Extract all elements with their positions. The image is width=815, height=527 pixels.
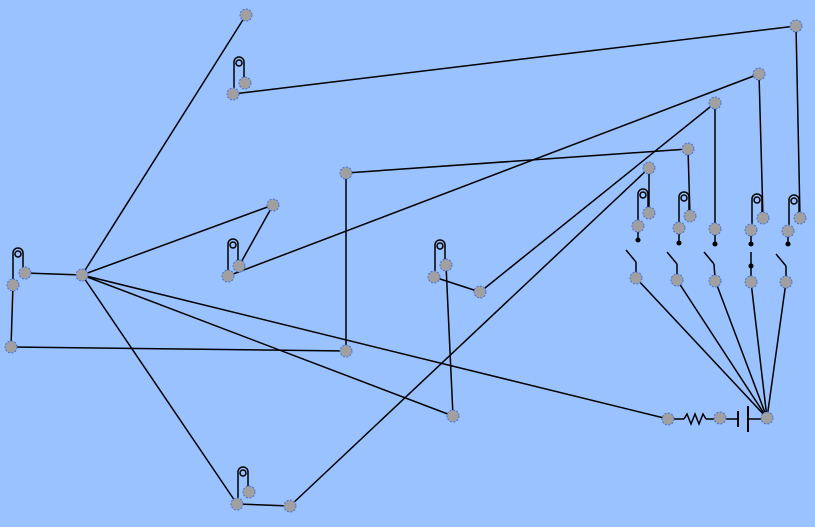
wire: [433, 276, 481, 293]
connection-node[interactable]: [75, 268, 89, 282]
wire: [81, 14, 247, 276]
connection-node[interactable]: [283, 499, 297, 513]
wire: [81, 274, 238, 505]
connection-node[interactable]: [6, 278, 20, 292]
coil-left[interactable]: [12, 247, 24, 281]
connection-node[interactable]: [779, 275, 793, 289]
connection-node[interactable]: [713, 411, 727, 425]
wire: [81, 204, 274, 276]
connection-node[interactable]: [4, 340, 18, 354]
connection-node[interactable]: [239, 8, 253, 22]
connection-node[interactable]: [670, 273, 684, 287]
connection-node[interactable]: [756, 211, 770, 225]
wire: [227, 73, 760, 277]
connection-node[interactable]: [752, 67, 766, 81]
connection-node[interactable]: [339, 344, 353, 358]
wire: [81, 274, 669, 420]
connection-node[interactable]: [793, 211, 807, 225]
connection-node[interactable]: [266, 198, 280, 212]
coil-mid[interactable]: [227, 238, 239, 272]
connection-node[interactable]: [661, 412, 675, 426]
connection-node[interactable]: [427, 270, 441, 284]
coil-right-4[interactable]: [788, 194, 800, 228]
connection-node[interactable]: [760, 411, 774, 425]
wire: [10, 284, 14, 348]
switch-5[interactable]: [775, 241, 791, 280]
connection-node[interactable]: [631, 219, 645, 233]
coil-right-1[interactable]: [637, 188, 649, 222]
connection-node[interactable]: [221, 269, 235, 283]
connection-node[interactable]: [439, 258, 453, 272]
coil-right-3[interactable]: [751, 193, 763, 227]
connection-node[interactable]: [230, 497, 244, 511]
connection-node[interactable]: [242, 485, 256, 499]
connection-node[interactable]: [629, 271, 643, 285]
wire: [10, 346, 347, 352]
connection-node[interactable]: [708, 96, 722, 110]
wire: [238, 204, 274, 267]
connection-node[interactable]: [446, 409, 460, 423]
connection-node[interactable]: [744, 275, 758, 289]
battery-1[interactable]: [737, 406, 749, 432]
wire: [236, 503, 291, 507]
wire: [750, 281, 768, 419]
switch-2[interactable]: [666, 240, 682, 278]
wire: [676, 279, 768, 419]
connection-node[interactable]: [744, 223, 758, 237]
connection-node[interactable]: [339, 166, 353, 180]
connection-node[interactable]: [642, 161, 656, 175]
switches: [625, 237, 791, 280]
switch-4[interactable]: [748, 241, 754, 280]
connection-node[interactable]: [708, 222, 722, 236]
wire: [714, 279, 768, 419]
wire: [24, 272, 83, 276]
coil-bottom[interactable]: [237, 466, 249, 500]
wires: [10, 14, 801, 507]
coil-top[interactable]: [233, 56, 245, 90]
switch-3[interactable]: [703, 241, 718, 279]
connection-node[interactable]: [642, 206, 656, 220]
connection-node[interactable]: [226, 87, 240, 101]
connection-node[interactable]: [672, 221, 686, 235]
connection-node[interactable]: [681, 142, 695, 156]
resistor-1[interactable]: [683, 411, 707, 427]
coil-right-2[interactable]: [678, 191, 690, 225]
connection-node[interactable]: [781, 224, 795, 238]
wire: [479, 102, 716, 293]
switch-1[interactable]: [625, 237, 641, 276]
wire: [766, 281, 787, 419]
nodes: [4, 8, 807, 513]
connection-node[interactable]: [708, 274, 722, 288]
connection-node[interactable]: [473, 285, 487, 299]
wire: [345, 148, 689, 174]
connection-node[interactable]: [18, 266, 32, 280]
connection-node[interactable]: [683, 209, 697, 223]
wire: [635, 277, 768, 419]
wire: [232, 25, 797, 95]
wire: [445, 264, 454, 417]
wire: [795, 25, 801, 219]
connection-node[interactable]: [238, 76, 252, 90]
wire: [81, 274, 454, 417]
coils: [12, 56, 800, 500]
wire: [758, 73, 764, 219]
wire: [289, 167, 650, 507]
connection-node[interactable]: [232, 259, 246, 273]
connection-node[interactable]: [789, 19, 803, 33]
coil-center[interactable]: [434, 239, 446, 273]
